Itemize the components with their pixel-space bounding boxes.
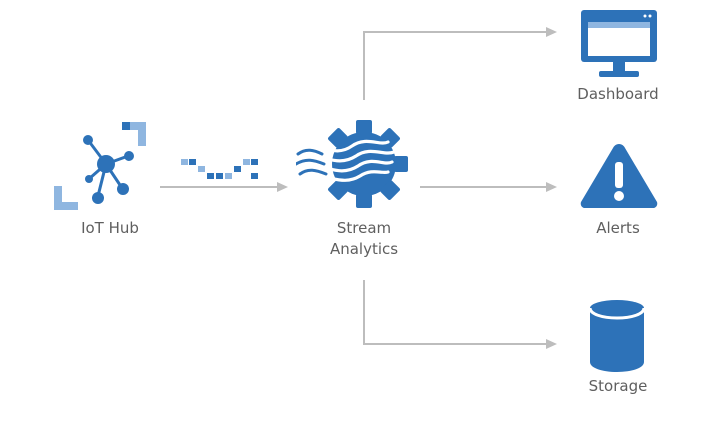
stream-analytics-gear-icon — [296, 120, 408, 208]
arrow-stream-to-storage — [363, 280, 546, 345]
alerts-label: Alerts — [596, 219, 640, 237]
stream-analytics-label-line2: Analytics — [329, 240, 399, 258]
storage-label: Storage — [588, 377, 648, 395]
arrow-stream-to-dashboard — [363, 31, 546, 100]
dashboard-monitor-icon — [581, 10, 657, 77]
iot-hub-icon — [54, 122, 146, 210]
dashboard-label: Dashboard — [577, 85, 659, 103]
stream-analytics-label-line1: Stream — [336, 219, 392, 237]
iot-hub-label: IoT Hub — [81, 219, 139, 237]
storage-cylinder-icon — [588, 300, 646, 372]
arrowhead-stream-to-storage — [546, 339, 557, 349]
arrowhead-stream-to-dashboard — [546, 27, 557, 37]
arrowhead-stream-to-alerts — [546, 182, 557, 192]
arrowhead-iothub-to-stream — [277, 182, 288, 192]
alerts-warning-icon — [580, 144, 658, 208]
data-packets-icon — [181, 159, 258, 179]
